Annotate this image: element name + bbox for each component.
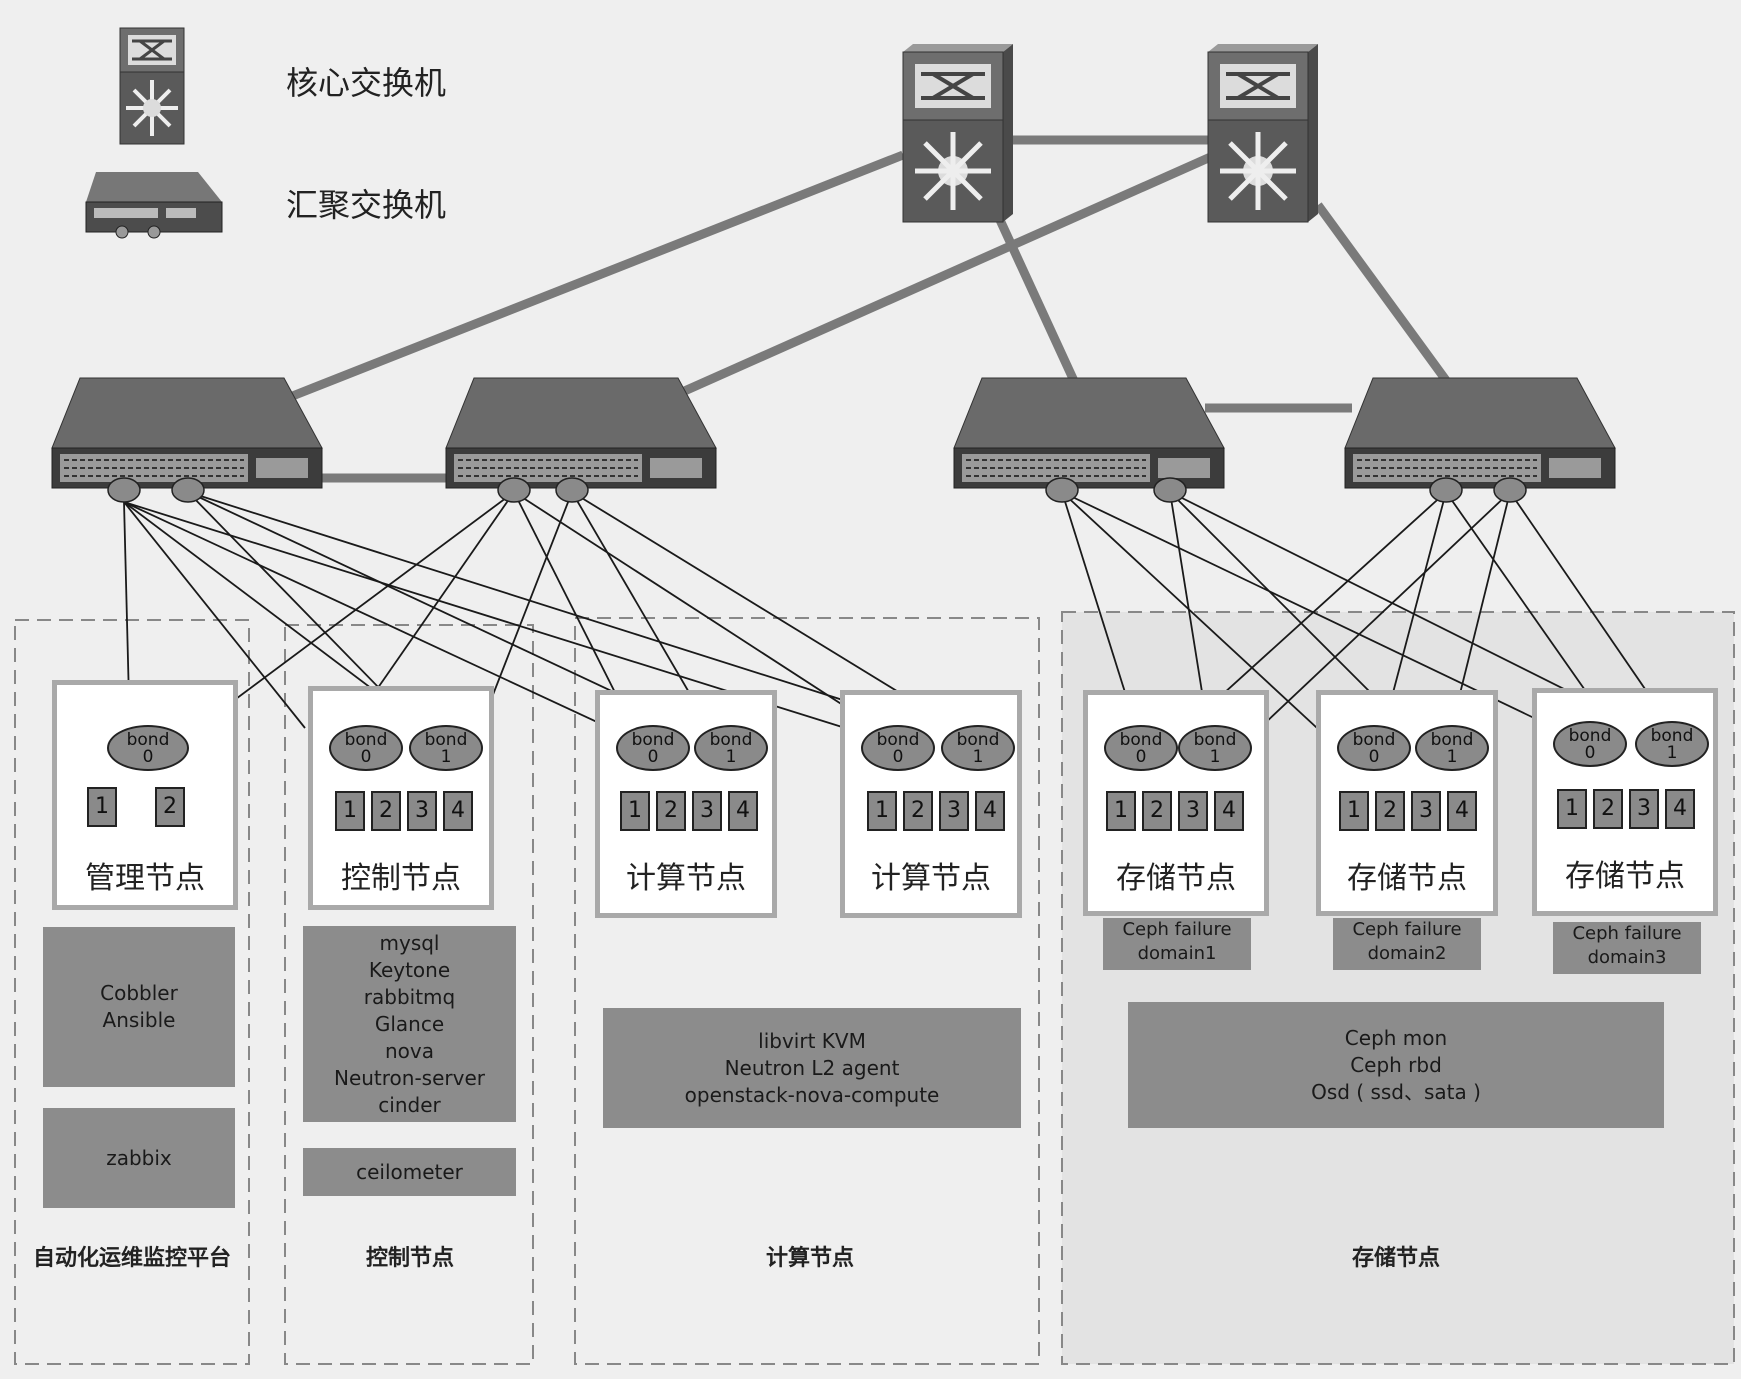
compute2-port-3: 3 [939, 791, 969, 831]
storage1-port-3: 3 [1178, 791, 1208, 831]
storage3-port-3: 3 [1629, 789, 1659, 829]
storage1-node-title: 存储节点 [1116, 861, 1236, 896]
compute-zone-frame [574, 617, 1040, 1365]
switch-uplink-port [1429, 477, 1463, 503]
switch-uplink-port [1045, 477, 1079, 503]
core-uplinks [288, 135, 1452, 483]
switch-uplink-port [107, 477, 141, 503]
storage1-port-4: 4 [1214, 791, 1244, 831]
network-cable [479, 491, 573, 729]
compute-zone-label: 计算节点 [765, 1246, 854, 1271]
network-cable [1244, 491, 1511, 743]
compute2-port-1: 1 [867, 791, 897, 831]
legend-core-switch-label: 核心交换机 [286, 64, 447, 102]
control-extra-services: ceilometer [303, 1148, 516, 1196]
storage2-port-3: 3 [1411, 791, 1441, 831]
network-cable [123, 501, 306, 729]
compute2-node-title: 计算节点 [871, 861, 991, 896]
storage1-port-2: 2 [1142, 791, 1172, 831]
legend-aggregation-switch-icon [85, 172, 223, 239]
storage3-node-title: 存储节点 [1565, 859, 1685, 894]
mgmt-port-2: 2 [155, 787, 185, 827]
mgmt-node-title: 管理节点 [85, 861, 205, 896]
legend-core-switch-icon [119, 27, 185, 145]
compute2-port-4: 4 [975, 791, 1005, 831]
storage3-port-1: 1 [1557, 789, 1587, 829]
switch-uplink-port [555, 477, 589, 503]
aggregation-switch-icon [445, 377, 717, 489]
control-zone-label: 控制节点 [365, 1246, 454, 1271]
storage2-port-4: 4 [1447, 791, 1477, 831]
storage-zone-label: 存储节点 [1351, 1246, 1440, 1271]
mgmt-port-1: 1 [87, 787, 117, 827]
ops-zone-label: 自动化运维监控平台 [32, 1246, 231, 1271]
storage1-port-1: 1 [1106, 791, 1136, 831]
compute1-port-4: 4 [728, 791, 758, 831]
network-cable [123, 501, 641, 743]
ops-zone-frame [14, 619, 250, 1365]
core-switch-icon [1207, 44, 1318, 223]
switch-uplink-port [497, 477, 531, 503]
aggregation-switches [51, 377, 1616, 489]
control-port-4: 4 [443, 791, 473, 831]
storage3-port-2: 2 [1593, 789, 1623, 829]
control-node-title: 控制节点 [341, 861, 461, 896]
storage3-port-4: 4 [1665, 789, 1695, 829]
compute1-node-title: 计算节点 [626, 861, 746, 896]
legend-aggregation-switch-label: 汇聚交换机 [286, 186, 447, 224]
control-port-3: 3 [407, 791, 437, 831]
ops-monitor-services: zabbix [43, 1108, 235, 1208]
compute1-port-1: 1 [620, 791, 650, 831]
storage2-port-2: 2 [1375, 791, 1405, 831]
control-port-1: 1 [335, 791, 365, 831]
network-cable [513, 491, 901, 743]
core-switch-icon [902, 44, 1013, 223]
compute1-port-2: 2 [656, 791, 686, 831]
compute2-port-2: 2 [903, 791, 933, 831]
control-zone-frame [284, 624, 534, 1365]
aggregation-switch-icon [51, 377, 323, 489]
switch-uplink-port [171, 477, 205, 503]
switch-uplink-port [1153, 477, 1187, 503]
control-port-2: 2 [371, 791, 401, 831]
aggregation-switch-icon [1344, 377, 1616, 489]
switch-uplink-port [1493, 477, 1527, 503]
compute1-port-3: 3 [692, 791, 722, 831]
network-cable [1061, 491, 1331, 741]
storage2-node-title: 存储节点 [1347, 861, 1467, 896]
aggregation-switch-icon [953, 377, 1225, 489]
storage2-port-1: 1 [1339, 791, 1369, 831]
